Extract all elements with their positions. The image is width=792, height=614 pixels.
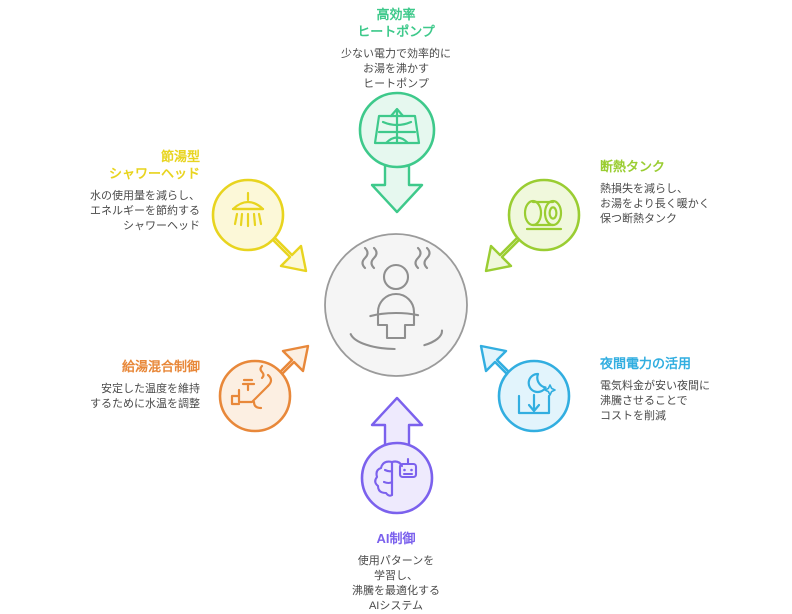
heading-shower-head: 節湯型 シャワーヘッド xyxy=(108,149,200,181)
body-night-power: 電気料金が安い夜間に 沸騰させることで コストを削減 xyxy=(600,380,710,422)
heading-heat-pump: 高効率 ヒートポンプ xyxy=(357,7,435,39)
label-insulated-tank: 断熱タンク 熱損失を減らし、 お湯をより長く暖かく 保つ断熱タンク xyxy=(600,158,780,227)
label-night-power: 夜間電力の活用 電気料金が安い夜間に 沸騰させることで コストを削減 xyxy=(600,355,780,424)
heading-ai-control: AI制御 xyxy=(376,531,416,546)
tank-cylinder-icon xyxy=(523,199,563,231)
body-heat-pump: 少ない電力で効率的に お湯を沸かす ヒートポンプ xyxy=(341,48,451,90)
faucet-icon xyxy=(230,364,273,410)
node-graphic-insulated-tank[interactable] xyxy=(484,178,581,273)
heading-mixing-control: 給湯混合制御 xyxy=(121,359,200,374)
label-mixing-control: 給湯混合制御 安定した温度を維持 するために水温を調整 xyxy=(20,358,200,412)
heading-insulated-tank: 断熱タンク xyxy=(600,159,666,174)
label-ai-control: AI制御 使用パターンを 学習し、 沸騰を最適化する AIシステム xyxy=(296,530,496,614)
body-mixing-control: 安定した温度を維持 するために水温を調整 xyxy=(90,383,200,410)
body-ai-control: 使用パターンを 学習し、 沸騰を最適化する AIシステム xyxy=(352,555,440,612)
node-graphic-mixing-control[interactable] xyxy=(218,344,310,433)
center-hub[interactable] xyxy=(324,233,468,377)
node-graphic-night-power[interactable] xyxy=(479,344,571,433)
node-graphic-heat-pump[interactable] xyxy=(358,91,436,214)
body-insulated-tank: 熱損失を減らし、 お湯をより長く暖かく 保つ断熱タンク xyxy=(600,183,710,225)
heading-night-power: 夜間電力の活用 xyxy=(600,356,692,371)
node-graphic-shower-head[interactable] xyxy=(211,178,308,273)
heat-pump-icon xyxy=(373,107,421,145)
body-shower-head: 水の使用量を減らし、 エネルギーを節約する シャワーヘッド xyxy=(90,190,200,232)
label-shower-head: 節湯型 シャワーヘッド 水の使用量を減らし、 エネルギーを節約する シャワーヘッ… xyxy=(20,148,200,234)
brain-robot-icon xyxy=(374,457,418,497)
shower-head-icon xyxy=(231,191,265,228)
onsen-bathing-person-icon xyxy=(348,246,444,351)
node-graphic-ai-control[interactable] xyxy=(360,396,434,515)
moon-star-download-icon xyxy=(517,372,556,415)
label-heat-pump: 高効率 ヒートポンプ 少ない電力で効率的に お湯を沸かす ヒートポンプ xyxy=(296,6,496,92)
